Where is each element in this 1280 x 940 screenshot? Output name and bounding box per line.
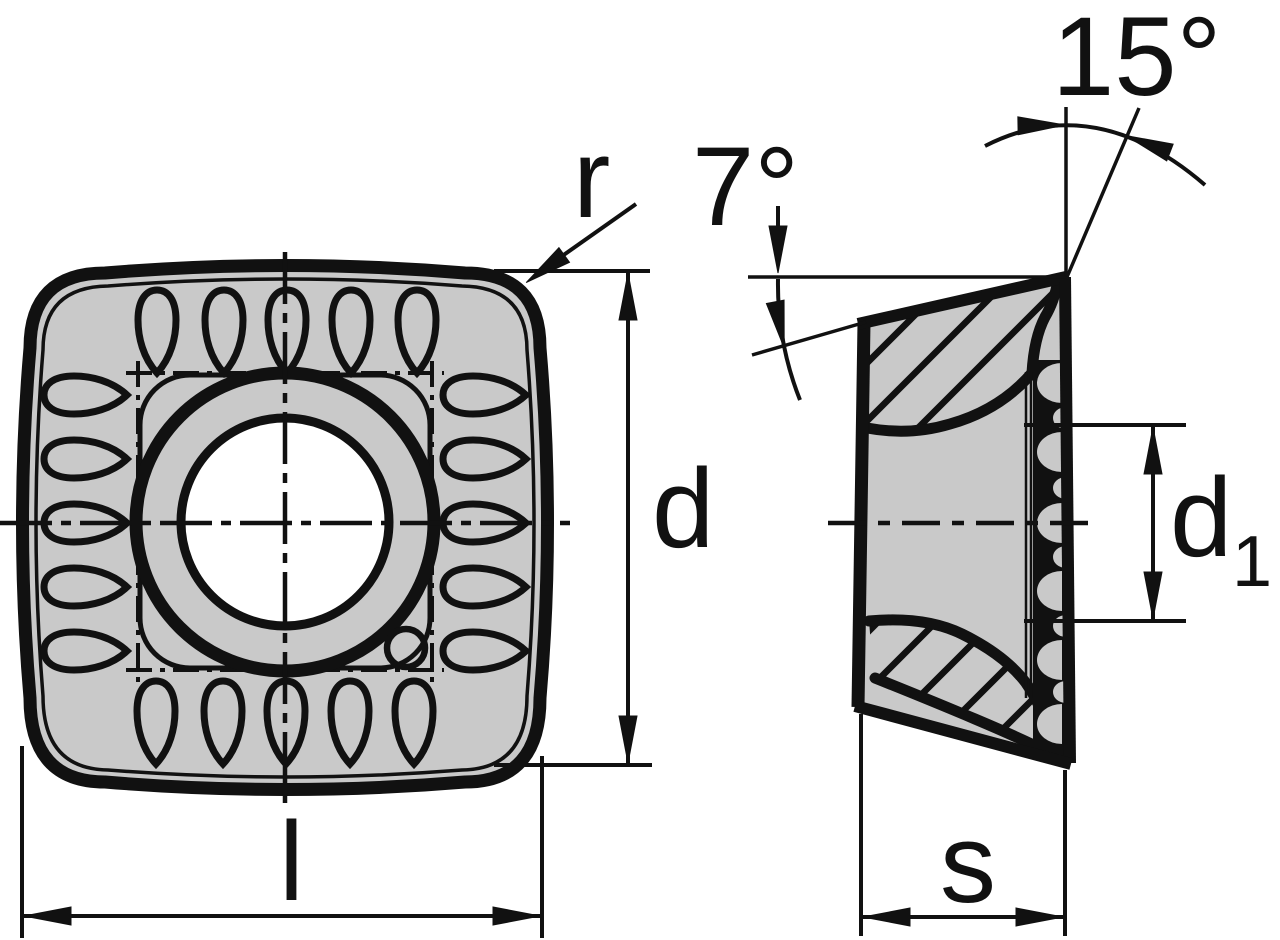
label-angle-15: 15° [1052,0,1221,119]
left-edge [851,322,871,708]
label-r: r [573,116,610,241]
bottom-face-edge [853,700,1073,770]
dimension-l [20,746,544,938]
label-d1-subscript: 1 [1232,522,1272,602]
dimension-s [859,714,1067,936]
insert-land-edge [34,277,536,779]
dimension-d [494,269,652,767]
corner-radius-leader [520,202,638,291]
right-edge [1059,276,1076,764]
angle-7 [748,206,1066,401]
top-face-edge [856,271,1068,330]
label-d: d [652,446,714,571]
label-l: l [279,799,304,924]
label-angle-7: 7° [692,124,799,249]
side-view [828,271,1100,770]
side-silhouette [855,276,1070,764]
index-dot [383,625,429,671]
front-centerlines [0,252,570,806]
dimensions [20,107,1207,938]
dimension-d1 [1024,423,1186,623]
label-d1-base: d [1170,455,1232,580]
front-view [0,252,570,806]
label-s: s [940,801,996,926]
side-edges [851,271,1076,770]
angle-15 [984,107,1207,278]
